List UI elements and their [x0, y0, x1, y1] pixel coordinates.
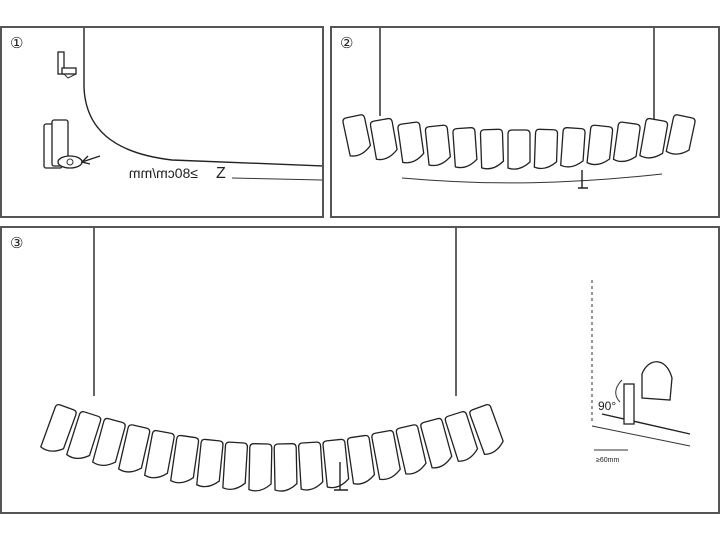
edging-segment — [420, 417, 453, 469]
edging-row — [342, 114, 696, 170]
anchor-stake-large — [43, 119, 83, 169]
edging-segment — [397, 121, 425, 164]
edging-segment — [91, 417, 126, 467]
depth-label: ≥60mm — [596, 457, 619, 464]
step-3-illustration: 90° ≥60mm — [40, 228, 691, 492]
step-1-illustration: ≥80cm/mm Z — [43, 28, 322, 182]
anchor-stake — [334, 462, 348, 491]
z-mark: Z — [216, 165, 226, 182]
edging-segment — [452, 127, 478, 169]
edging-segment — [143, 429, 175, 479]
edging-segment — [639, 117, 669, 159]
edging-segment — [248, 443, 273, 492]
ground-line — [401, 173, 663, 184]
edging-segment — [40, 403, 77, 452]
edging-segment — [196, 438, 224, 488]
measurement-label: ≥80cm/mm — [129, 165, 198, 181]
trunk-outline — [83, 28, 322, 167]
edging-segment — [612, 121, 641, 163]
ground-line — [231, 177, 322, 181]
edging-segment — [395, 424, 427, 475]
edging-segment — [222, 441, 249, 491]
edging-segment — [346, 434, 376, 485]
edging-segment — [507, 129, 531, 170]
step-3-panel: ③ 90° ≥60mm — [0, 226, 720, 514]
edging-ring — [40, 403, 504, 492]
edging-segment — [65, 411, 102, 460]
step-1-panel: ① ≥80cm/mm Z — [0, 26, 324, 218]
edging-segment — [665, 114, 696, 155]
anchor-stake — [578, 170, 588, 189]
edging-segment — [560, 127, 586, 168]
edging-segment — [169, 434, 200, 484]
edging-segment — [322, 438, 350, 489]
edging-segment — [297, 441, 324, 491]
edging-segment — [424, 124, 451, 167]
angle-label: 90° — [598, 399, 616, 413]
step-3-number: ③ — [10, 235, 24, 252]
step-2-panel: ② — [330, 26, 720, 218]
edging-segment — [369, 117, 398, 161]
edging-segment — [479, 128, 505, 170]
edging-segment — [533, 128, 559, 170]
edging-segment — [342, 114, 372, 157]
step-2-illustration — [342, 28, 696, 189]
step-1-number: ① — [10, 35, 24, 52]
edging-segment — [469, 403, 504, 456]
arrow-icon — [80, 155, 101, 165]
edging-segment — [273, 443, 298, 492]
svg-text:≥80cm/mm: ≥80cm/mm — [129, 165, 198, 181]
edging-segment — [586, 124, 614, 166]
edging-segment — [444, 411, 479, 462]
step-2-number: ② — [340, 35, 354, 52]
anchor-stake-small — [57, 51, 77, 79]
detail-inset: 90° ≥60mm — [591, 280, 691, 464]
edging-segment — [117, 424, 151, 473]
edging-segment — [371, 429, 401, 481]
